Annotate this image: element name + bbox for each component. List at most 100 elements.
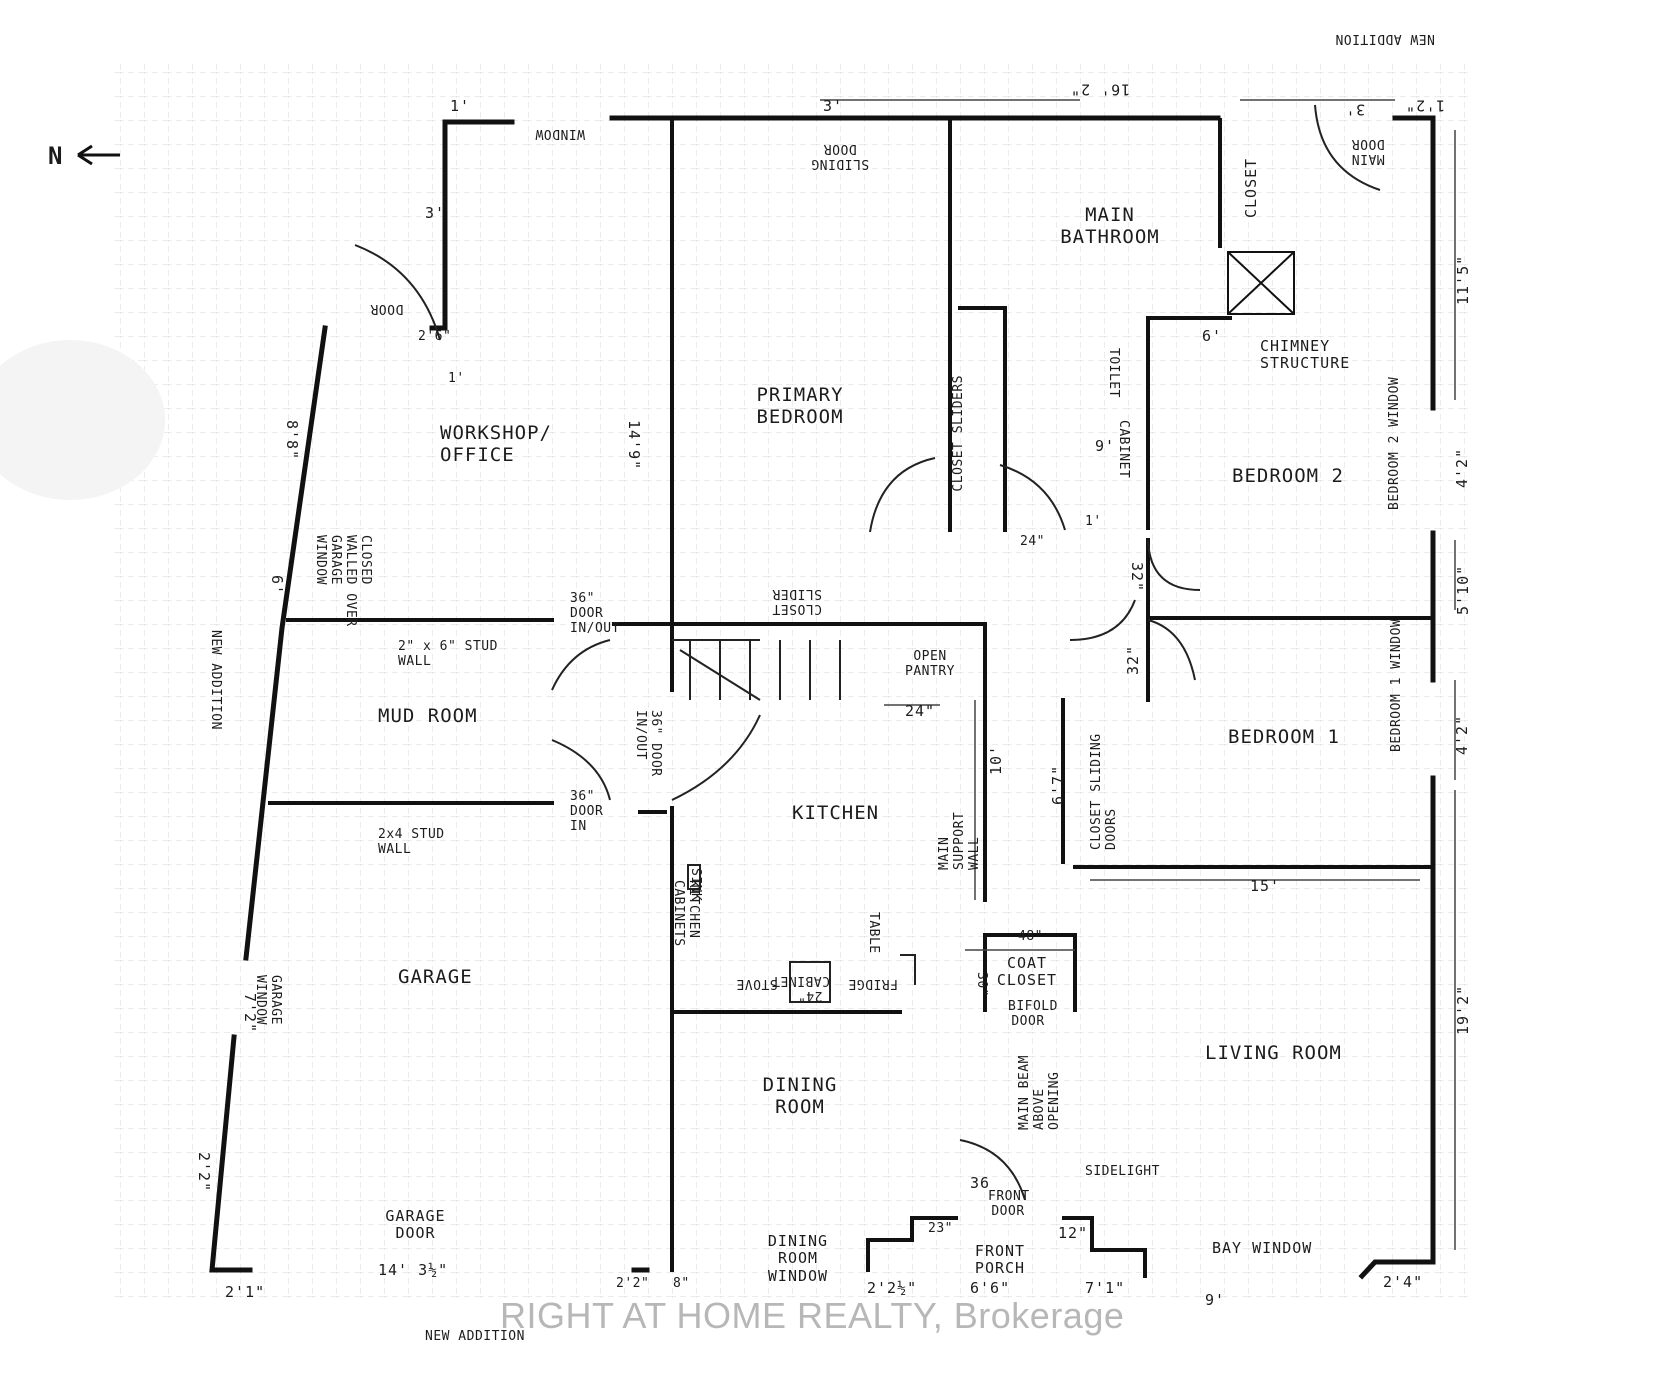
dim-1-left: 1' — [448, 371, 465, 386]
dim-2-2-bottom: 2'2" — [616, 1276, 650, 1291]
dim-2-2: 2'2" — [195, 1152, 213, 1193]
dimension-lines — [820, 99, 1456, 1250]
note-bifold-door: BIFOLD DOOR — [1008, 999, 1058, 1029]
dim-3-top: 3' — [823, 97, 844, 115]
note-dining-room-window: DINING ROOM WINDOW — [767, 1232, 829, 1285]
north-arrow-label: N — [48, 142, 64, 170]
door-swings — [354, 104, 1381, 1201]
note-main-support-wall: MAIN SUPPORT WALL — [937, 811, 982, 870]
note-cabinet: CABINET — [1116, 420, 1131, 479]
dim-23: 23" — [928, 1221, 953, 1236]
dim-22-half: 2'2½" — [867, 1279, 918, 1297]
dim-6-left: 6' — [268, 575, 286, 596]
room-label-kitchen: KITCHEN — [792, 802, 880, 824]
dim-48: 48" — [1018, 929, 1043, 944]
note-new-addition-top: NEW ADDITION — [1335, 30, 1435, 46]
dim-9-bottom: 9' — [1205, 1291, 1226, 1309]
note-door-36-kitchen: 36" DOOR IN/OUT — [633, 710, 663, 777]
stairs — [672, 639, 841, 701]
note-main-door: MAIN DOOR — [1351, 135, 1385, 166]
note-bedroom2-window: BEDROOM 2 WINDOW — [1387, 376, 1402, 510]
dim-24-pantry: 24" — [905, 702, 936, 720]
exterior-walls — [209, 115, 1436, 1280]
note-front-door: FRONT DOOR — [988, 1189, 1030, 1219]
note-sink: SINK — [688, 868, 703, 902]
room-label-workshop: WORKSHOP/ OFFICE — [440, 422, 552, 466]
note-door-36-in: 36" DOOR IN — [570, 789, 604, 834]
dim-8: 8" — [673, 1276, 690, 1291]
north-arrow-icon — [77, 144, 120, 166]
room-label-garage: GARAGE — [398, 966, 473, 988]
dim-2-1: 2'1" — [225, 1283, 266, 1301]
dim-19-2: 19'2" — [1454, 984, 1472, 1035]
note-toilet: TOILET — [1106, 348, 1121, 398]
note-closet-top: CLOSET — [1242, 157, 1260, 218]
dim-6-7: 6'7" — [1049, 764, 1067, 805]
note-sliding-door: SLIDING DOOR — [810, 140, 870, 171]
dim-2-4: 2'4" — [1383, 1273, 1424, 1291]
dim-2-6: 2'6" — [418, 329, 452, 344]
note-main-beam: MAIN BEAM ABOVE OPENING — [1017, 1055, 1062, 1130]
note-closet-sliders-upper: CLOSET SLIDERS — [951, 375, 966, 492]
dim-4-2-upper: 4'2" — [1453, 447, 1471, 488]
note-table: TABLE — [866, 912, 881, 954]
note-bedroom1-window: BEDROOM 1 WINDOW — [1389, 618, 1404, 752]
dim-16-2: 16' 2" — [1070, 80, 1131, 99]
dim-30: 30" — [974, 972, 989, 997]
dim-10: 10' — [987, 744, 1005, 775]
dim-7-2: 7'2" — [241, 993, 259, 1034]
dim-24-a: 24" — [1020, 534, 1045, 549]
dim-7-1: 7'1" — [1085, 1279, 1126, 1297]
dim-32-a: 32" — [1128, 562, 1146, 593]
dim-36: 36 — [970, 1174, 991, 1192]
note-door-small: DOOR — [370, 300, 404, 316]
dim-11-5: 11'5" — [1454, 254, 1472, 305]
room-label-coat-closet: COAT CLOSET — [996, 954, 1058, 990]
note-closet-sliding-doors: CLOSET SLIDING DOORS — [1089, 733, 1119, 850]
dim-14-9: 14'9" — [625, 420, 643, 471]
note-cabinet-24: 24" CABINET — [771, 972, 830, 1003]
dim-6-bath: 6' — [1202, 327, 1223, 345]
dim-3-left: 3' — [425, 204, 446, 222]
room-label-mud-room: MUD ROOM — [378, 705, 478, 727]
note-new-addition-left: NEW ADDITION — [208, 630, 223, 730]
dim-1-small: 1' — [1085, 514, 1102, 529]
note-chimney: CHIMNEY STRUCTURE — [1260, 337, 1351, 373]
dim-6-half: 6'6" — [970, 1279, 1011, 1297]
note-sidelight: SIDELIGHT — [1085, 1164, 1160, 1179]
note-new-addition-bottom: NEW ADDITION — [425, 1329, 525, 1344]
dim-4-2-lower: 4'2" — [1453, 714, 1471, 755]
dim-9: 9' — [1095, 437, 1116, 455]
note-stud-wall-2x4: 2x4 STUD WALL — [378, 827, 445, 857]
chimney — [1227, 251, 1295, 315]
porch-steps — [866, 1216, 1147, 1278]
interior-walls — [268, 118, 1435, 1272]
room-label-dining-room: DINING ROOM — [762, 1074, 838, 1118]
note-front-porch: FRONT PORCH — [974, 1242, 1026, 1278]
room-label-living-room: LIVING ROOM — [1205, 1042, 1342, 1064]
dim-5-10: 5'10" — [1454, 564, 1472, 615]
note-bay-window: BAY WINDOW — [1212, 1239, 1313, 1257]
dim-12: 12" — [1058, 1224, 1089, 1242]
note-window-top: WINDOW — [535, 125, 585, 141]
dim-15: 15' — [1250, 877, 1281, 895]
note-open-pantry: OPEN PANTRY — [905, 649, 955, 679]
note-closed-garage-window: CLOSED WALLED OVER GARAGE WINDOW — [313, 535, 373, 627]
room-label-primary-bedroom: PRIMARY BEDROOM — [756, 384, 844, 428]
note-door-36-inout: 36" DOOR IN/OUT — [570, 591, 620, 636]
dim-14-3-half: 14' 3½" — [378, 1261, 449, 1279]
dim-32-b: 32" — [1124, 644, 1142, 675]
room-label-bedroom1: BEDROOM 1 — [1228, 726, 1340, 748]
dim-1-2-right: 1'2" — [1405, 96, 1446, 115]
watermark: RIGHT AT HOME REALTY, Brokerage — [500, 1295, 1125, 1336]
room-label-bedroom2: BEDROOM 2 — [1232, 465, 1344, 487]
note-stud-wall-2x6: 2" x 6" STUD WALL — [398, 639, 498, 669]
dim-3-right: 3' — [1345, 100, 1366, 119]
kitchen-fixtures — [687, 864, 916, 1003]
note-closet-sliders-lower: CLOSET SLIDER — [772, 585, 822, 616]
scan-artifact — [0, 340, 165, 500]
room-label-main-bathroom: MAIN BATHROOM — [1060, 204, 1160, 248]
note-garage-door: GARAGE DOOR — [385, 1207, 446, 1243]
dim-1-top: 1' — [450, 97, 471, 115]
